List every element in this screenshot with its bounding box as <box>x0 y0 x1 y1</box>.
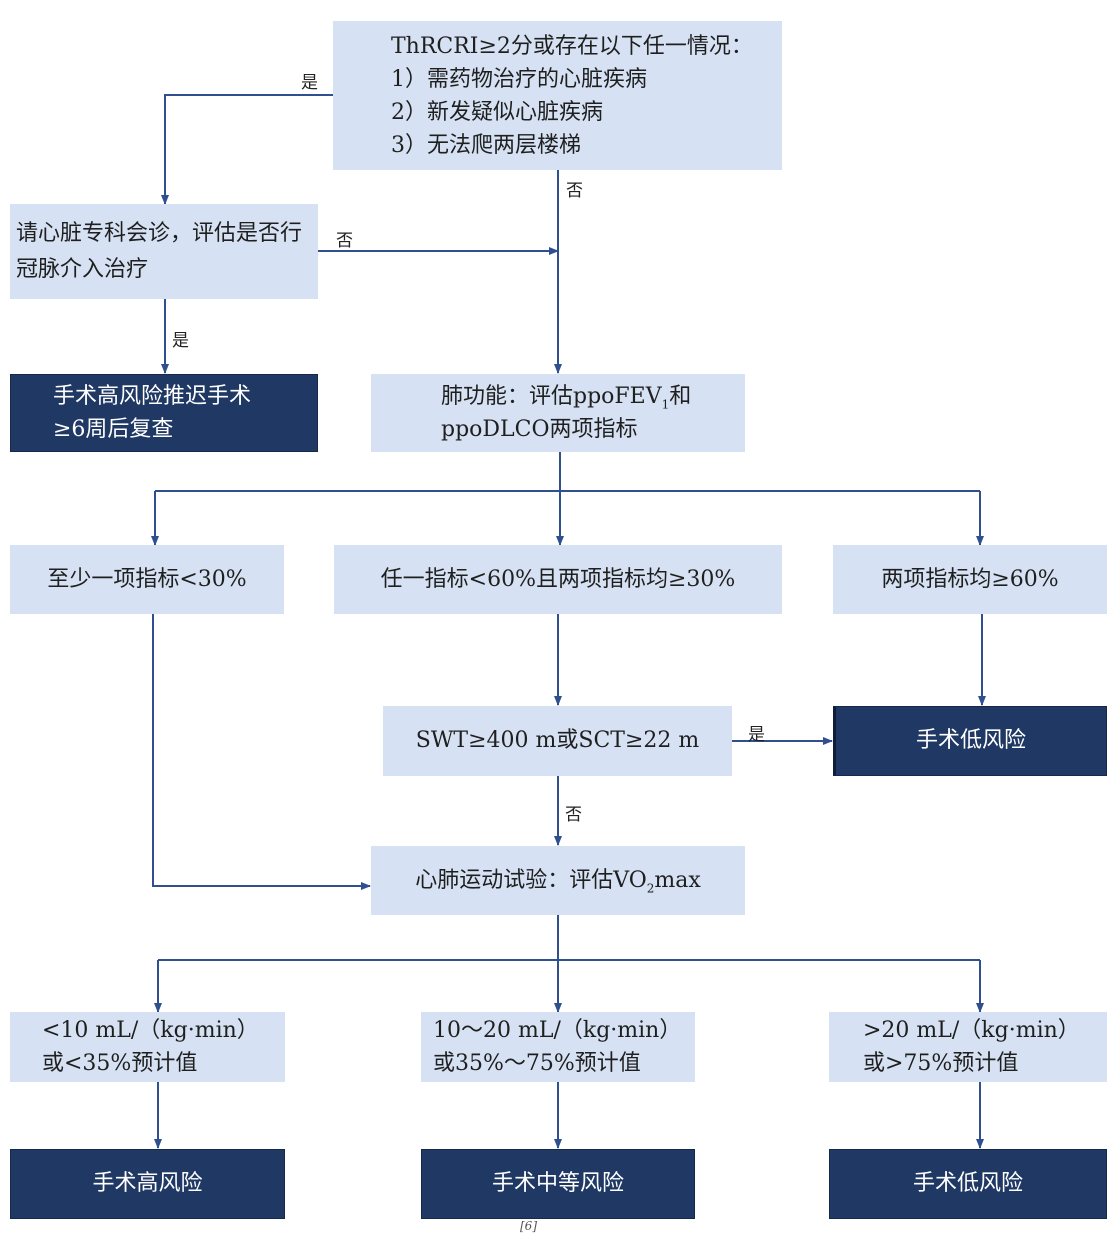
result-mid-text: 手术中等风险 <box>491 1171 624 1196</box>
delay-line-1: 手术高风险推迟手术 <box>53 384 252 409</box>
arrow-start-to-consult <box>161 94 333 205</box>
label-yes-swt: 是 <box>748 725 765 745</box>
swt-text: SWT≥400 m或SCT≥22 m <box>415 728 700 753</box>
cpet-part1: 心肺运动试验：评估VO <box>415 867 647 893</box>
lung-part2: 和 <box>669 384 692 409</box>
node-cpet: 心肺运动试验：评估VO2max <box>371 846 745 915</box>
branch-low-text: 至少一项指标<30% <box>47 566 247 592</box>
label-yes-consult: 是 <box>172 331 189 351</box>
lung-part1: 肺功能：评估ppoFEV <box>441 384 662 409</box>
cpet-sub: 2 <box>646 880 655 895</box>
vo2-low-line-2: 或<35%预计值 <box>42 1051 198 1076</box>
vo2-low-line-1: <10 mL/（kg·min） <box>42 1018 259 1043</box>
label-no-swt: 否 <box>565 805 582 825</box>
branch-high-text: 两项指标均≥60% <box>881 566 1059 592</box>
start-line-4: 3）无法爬两层楼梯 <box>391 133 581 158</box>
low-risk-1-text: 手术低风险 <box>915 728 1026 753</box>
node-low-risk-1: 手术低风险 <box>833 706 1107 776</box>
node-vo2-low: <10 mL/（kg·min） 或<35%预计值 <box>10 1012 285 1082</box>
node-lung-function: 肺功能：评估ppoFEV1和 ppoDLCO两项指标 <box>371 374 745 452</box>
node-consult: 请心脏专科会诊，评估是否行冠脉介入治疗 <box>10 204 318 299</box>
node-branch-low: 至少一项指标<30% <box>10 545 284 614</box>
arrow-low-to-cpet <box>152 614 371 890</box>
node-result-low: 手术低风险 <box>829 1149 1107 1219</box>
start-line-2: 1）需药物治疗的心脏疾病 <box>391 67 647 92</box>
vo2-high-line-2: 或>75%预计值 <box>863 1051 1019 1076</box>
result-low-text: 手术低风险 <box>912 1171 1023 1196</box>
footnote: [6] <box>520 1219 537 1233</box>
result-high-text: 手术高风险 <box>92 1171 203 1196</box>
label-no-consult: 否 <box>336 231 353 251</box>
branch-mid-text: 任一指标<60%且两项指标均≥30% <box>380 566 736 592</box>
node-branch-high: 两项指标均≥60% <box>833 545 1107 614</box>
node-branch-mid: 任一指标<60%且两项指标均≥30% <box>334 545 782 614</box>
node-result-mid: 手术中等风险 <box>421 1149 695 1219</box>
vo2-mid-line-1: 10～20 mL/（kg·min） <box>433 1018 682 1043</box>
node-high-risk-delay: 手术高风险推迟手术 ≥6周后复查 <box>10 374 318 452</box>
node-vo2-mid: 10～20 mL/（kg·min） 或35%～75%预计值 <box>421 1012 695 1082</box>
lung-line-2: ppoDLCO两项指标 <box>441 417 638 442</box>
delay-line-2: ≥6周后复查 <box>53 417 174 442</box>
node-swt: SWT≥400 m或SCT≥22 m <box>383 706 732 776</box>
label-no-start: 否 <box>566 181 583 201</box>
start-line-3: 2）新发疑似心脏疾病 <box>391 100 603 125</box>
vo2-mid-line-2: 或35%～75%预计值 <box>433 1051 641 1076</box>
node-start: ThRCRI≥2分或存在以下任一情况： 1）需药物治疗的心脏疾病 2）新发疑似心… <box>333 21 782 170</box>
label-yes-start: 是 <box>301 73 318 93</box>
start-line-1: ThRCRI≥2分或存在以下任一情况： <box>391 34 753 59</box>
lung-sub: 1 <box>661 397 670 412</box>
vo2-high-line-1: >20 mL/（kg·min） <box>863 1018 1080 1043</box>
node-result-high: 手术高风险 <box>10 1149 285 1219</box>
cpet-part2: max <box>654 867 701 893</box>
node-vo2-high: >20 mL/（kg·min） 或>75%预计值 <box>829 1012 1107 1082</box>
consult-text: 请心脏专科会诊，评估是否行冠脉介入治疗 <box>16 221 303 282</box>
